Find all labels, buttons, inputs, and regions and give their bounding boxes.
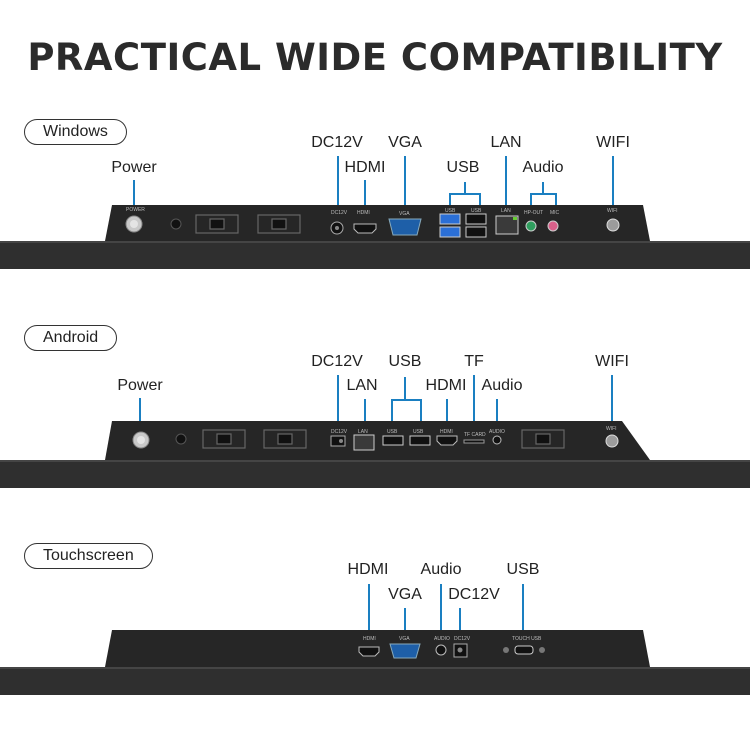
power-button xyxy=(132,431,150,449)
label-dc12v: DC12V xyxy=(311,353,363,370)
wifi-antenna xyxy=(606,218,620,232)
port-label-tf: TF CARD xyxy=(464,432,486,438)
vga-port xyxy=(388,218,422,236)
label-audio: Audio xyxy=(420,561,462,578)
label-power: Power xyxy=(117,377,163,394)
screw-hole xyxy=(170,218,182,230)
port-label-wifi: WIFI xyxy=(606,426,617,432)
hdmi-port xyxy=(436,435,458,446)
label-wifi: WIFI xyxy=(595,353,629,370)
label-vga: VGA xyxy=(388,134,422,151)
port-label-dc12v: DC12V xyxy=(454,636,471,642)
section-badge-touchscreen: Touchscreen xyxy=(24,543,153,569)
mic-jack xyxy=(547,220,559,232)
port-label-usb-2: USB xyxy=(413,429,424,435)
bezel-base xyxy=(0,241,750,269)
mount-slot xyxy=(202,429,565,449)
label-audio: Audio xyxy=(481,377,523,394)
port-label-hdmi: HDMI xyxy=(440,429,453,435)
bezel-base xyxy=(0,460,750,488)
port-label-vga: VGA xyxy=(399,211,410,217)
label-hdmi: HDMI xyxy=(344,159,386,176)
section-badge-windows: Windows xyxy=(24,119,127,145)
usb2-ports xyxy=(465,213,487,238)
section-badge-android: Android xyxy=(24,325,118,351)
lan-port xyxy=(495,215,519,235)
port-label-power: POWER xyxy=(126,207,145,213)
label-usb: USB xyxy=(506,561,540,578)
label-lan: LAN xyxy=(490,134,522,151)
label-dc12v: DC12V xyxy=(311,134,363,151)
panel-android: DC12V LAN USB USB HDMI TF CARD AUDIO WIF… xyxy=(0,375,750,488)
usb-port-1 xyxy=(382,435,404,446)
label-lan: LAN xyxy=(346,377,378,394)
audio-jack xyxy=(435,644,447,656)
power-button xyxy=(125,215,143,233)
leader-lines xyxy=(139,375,613,428)
device-back xyxy=(105,421,650,460)
label-power: Power xyxy=(111,159,157,176)
label-dc12v: DC12V xyxy=(448,586,500,603)
lan-port xyxy=(353,434,375,451)
screw-hole xyxy=(539,647,545,653)
mount-slot xyxy=(195,214,301,234)
port-label-touch-usb: TOUCH USB xyxy=(512,636,542,642)
page-title: PRACTICAL WIDE COMPATIBILITY xyxy=(27,36,723,79)
label-usb: USB xyxy=(388,353,422,370)
screw-hole xyxy=(503,647,509,653)
port-label-hdmi: HDMI xyxy=(357,210,370,216)
leader-lines xyxy=(133,156,614,212)
port-label-usb-2: USB xyxy=(471,208,482,214)
usb-port-2 xyxy=(409,435,431,446)
label-audio: Audio xyxy=(522,159,564,176)
dc-jack xyxy=(330,435,346,447)
vga-port xyxy=(389,643,421,659)
port-label-hdmi: HDMI xyxy=(363,636,376,642)
hdmi-port xyxy=(353,223,377,234)
port-label-hpout: HP-OUT xyxy=(524,210,543,216)
port-label-usb-1: USB xyxy=(387,429,398,435)
bezel-base xyxy=(0,667,750,695)
screw-hole xyxy=(175,433,187,445)
label-tf: TF xyxy=(464,353,484,370)
port-label-audio: AUDIO xyxy=(434,636,450,642)
leader-lines xyxy=(368,584,524,636)
port-label-lan: LAN xyxy=(501,208,511,214)
audio-jack xyxy=(492,435,502,445)
label-hdmi: HDMI xyxy=(347,561,389,578)
panel-windows: POWER DC12V HDMI VGA USB USB LAN HP-OUT … xyxy=(0,156,750,269)
device-back xyxy=(105,205,650,241)
label-vga: VGA xyxy=(388,586,422,603)
port-label-wifi: WIFI xyxy=(607,208,618,214)
tf-slot xyxy=(463,439,485,444)
port-label-vga: VGA xyxy=(399,636,410,642)
panel-touchscreen: HDMI VGA AUDIO DC12V TOUCH USB xyxy=(0,584,750,695)
label-wifi: WIFI xyxy=(596,134,630,151)
usb3-ports xyxy=(439,213,461,238)
port-label-lan: LAN xyxy=(358,429,368,435)
audio-out-jack xyxy=(525,220,537,232)
hdmi-port xyxy=(358,646,380,657)
port-label-mic: MIC xyxy=(550,210,560,216)
label-hdmi: HDMI xyxy=(425,377,467,394)
touch-usb-port xyxy=(514,645,534,655)
label-usb: USB xyxy=(446,159,480,176)
port-label-usb-1: USB xyxy=(445,208,456,214)
wifi-antenna xyxy=(605,434,619,448)
port-label-dc12v: DC12V xyxy=(331,429,348,435)
port-label-audio: AUDIO xyxy=(489,429,505,435)
port-label-dc12v: DC12V xyxy=(331,210,348,216)
